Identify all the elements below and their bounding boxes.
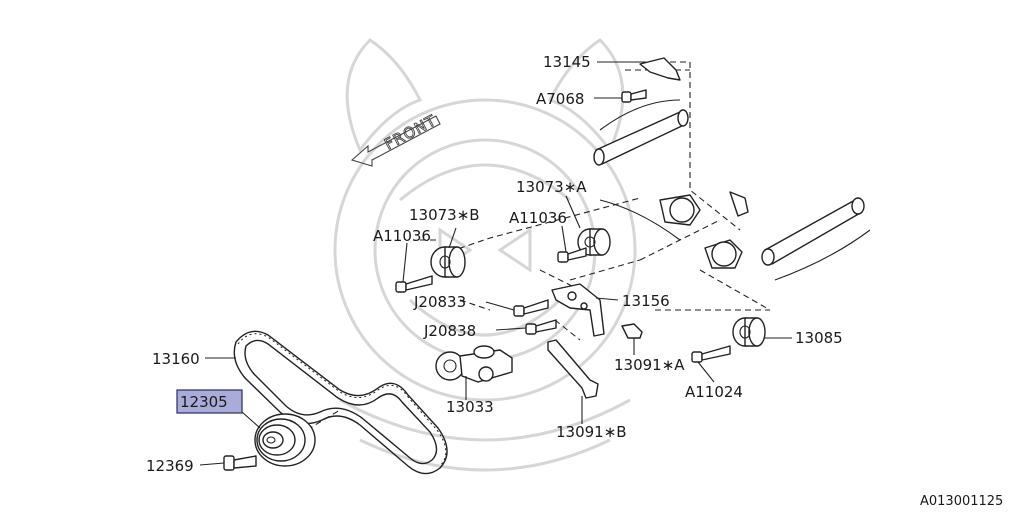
idler-13085	[732, 317, 766, 347]
bolt-a11036-left	[395, 275, 433, 293]
idler-pulley-b	[430, 246, 466, 278]
bolt-a7068	[621, 89, 647, 103]
label-13073b[interactable]: 13073∗B	[409, 206, 480, 224]
clip-13091a	[621, 323, 643, 339]
bolt-a11036-mid	[557, 247, 587, 263]
camshaft-right	[659, 191, 871, 281]
label-13156[interactable]: 13156	[622, 292, 670, 310]
label-a11024[interactable]: A11024	[685, 383, 743, 401]
label-a7068[interactable]: A7068	[536, 90, 584, 108]
label-13091b[interactable]: 13091∗B	[556, 423, 627, 441]
part-labels: 13145 A7068 13073∗A 13073∗B A11036 A1103…	[146, 53, 843, 475]
label-13145[interactable]: 13145	[543, 53, 591, 71]
label-a11036-mid[interactable]: A11036	[509, 209, 567, 227]
bolt-a11024	[691, 345, 731, 363]
label-13073a[interactable]: 13073∗A	[516, 178, 587, 196]
label-a11036-left[interactable]: A11036	[373, 227, 431, 245]
leader-lines	[199, 61, 792, 466]
bolt-j20838	[525, 319, 557, 335]
guide-13091b	[547, 339, 599, 399]
label-13085[interactable]: 13085	[795, 329, 843, 347]
figure-id: A013001125	[920, 494, 1003, 509]
crank-bolt	[223, 455, 257, 471]
selected-part-highlight	[176, 389, 243, 414]
label-13160[interactable]: 13160	[152, 350, 200, 368]
tensioner-bracket	[551, 283, 605, 337]
label-12305[interactable]: 12305	[180, 393, 228, 411]
label-13033[interactable]: 13033	[446, 398, 494, 416]
crank-pulley	[254, 413, 316, 467]
label-12369[interactable]: 12369	[146, 457, 194, 475]
belt-tensioner	[435, 345, 513, 383]
bolt-j20833	[513, 299, 549, 317]
camshaft-upper	[593, 57, 689, 241]
label-j20833[interactable]: J20833	[413, 293, 466, 311]
label-13091a[interactable]: 13091∗A	[614, 356, 685, 374]
label-j20838[interactable]: J20838	[423, 322, 476, 340]
